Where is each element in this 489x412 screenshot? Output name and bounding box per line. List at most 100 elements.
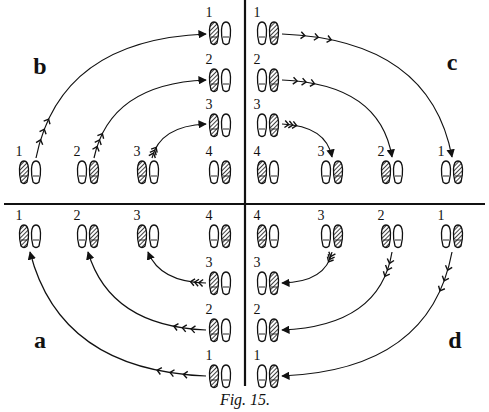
heel-mark xyxy=(259,37,265,38)
footprint-pair xyxy=(209,22,230,45)
foot xyxy=(269,114,278,137)
fletching xyxy=(446,265,453,270)
step-number: 1 xyxy=(438,209,445,223)
step-number: 3 xyxy=(318,209,325,223)
heel-mark xyxy=(223,84,229,85)
footprint-pair xyxy=(257,365,278,388)
heel-mark xyxy=(223,287,229,288)
foot xyxy=(149,225,158,248)
step-number: 1 xyxy=(16,209,23,223)
foot xyxy=(381,161,390,184)
fletching xyxy=(170,370,175,377)
heel-mark xyxy=(335,240,341,241)
foot xyxy=(209,272,218,295)
heel-mark xyxy=(21,176,27,177)
fletching xyxy=(284,121,288,128)
step-number: 2 xyxy=(378,209,385,223)
heel-mark xyxy=(211,176,217,177)
footprint-pair xyxy=(19,161,40,184)
step-number: 1 xyxy=(16,145,23,159)
foot xyxy=(89,225,98,248)
heel-mark xyxy=(455,176,461,177)
footprint-pair xyxy=(209,161,230,184)
fletching xyxy=(195,279,199,286)
heel-mark xyxy=(139,176,145,177)
foot xyxy=(257,22,266,45)
footprint-pair xyxy=(209,365,230,388)
fletching xyxy=(300,32,304,39)
foot xyxy=(19,161,28,184)
footprint-pair xyxy=(441,225,462,248)
step-number: 4 xyxy=(254,209,261,223)
fletching xyxy=(387,259,394,264)
step-arrow xyxy=(282,32,452,157)
foot xyxy=(269,365,278,388)
heel-mark xyxy=(223,129,229,130)
heel-mark xyxy=(259,240,265,241)
step-number: 1 xyxy=(438,145,445,159)
heel-mark xyxy=(395,240,401,241)
fletching xyxy=(386,265,393,270)
foot xyxy=(269,225,278,248)
foot xyxy=(257,161,266,184)
fletching xyxy=(293,77,297,84)
heel-mark xyxy=(259,176,265,177)
foot xyxy=(209,114,218,137)
foot xyxy=(221,365,230,388)
heel-mark xyxy=(271,287,277,288)
heel-mark xyxy=(79,176,85,177)
foot xyxy=(257,225,266,248)
fletching xyxy=(44,119,50,124)
step-arrow xyxy=(282,121,332,157)
fletching xyxy=(327,35,332,42)
fletching xyxy=(191,326,195,333)
step-arrow xyxy=(282,252,394,330)
figure-caption: Fig. 15. xyxy=(220,392,270,408)
step-number: 2 xyxy=(206,303,213,317)
foot xyxy=(209,365,218,388)
foot xyxy=(269,319,278,342)
heel-mark xyxy=(323,240,329,241)
footprint-pair xyxy=(321,161,342,184)
heel-mark xyxy=(223,176,229,177)
foot xyxy=(257,319,266,342)
foot xyxy=(269,22,278,45)
fletching xyxy=(191,279,196,286)
foot xyxy=(77,225,86,248)
footprint-pair xyxy=(257,69,278,92)
foot xyxy=(269,161,278,184)
quadrant-letter: d xyxy=(448,328,461,352)
footprint-pair xyxy=(257,225,278,248)
heel-mark xyxy=(91,176,97,177)
heel-mark xyxy=(271,240,277,241)
fletching xyxy=(150,150,156,155)
heel-mark xyxy=(223,334,229,335)
heel-mark xyxy=(259,380,265,381)
fletching xyxy=(439,286,445,291)
heel-mark xyxy=(395,176,401,177)
foot xyxy=(221,69,230,92)
heel-mark xyxy=(383,176,389,177)
heel-mark xyxy=(271,176,277,177)
fletching xyxy=(199,280,203,287)
heel-mark xyxy=(211,129,217,130)
foot xyxy=(209,161,218,184)
fletching xyxy=(329,252,336,257)
fletching xyxy=(40,129,46,134)
foot xyxy=(441,225,450,248)
quadrant-letter: b xyxy=(33,54,46,78)
step-number: 3 xyxy=(254,98,261,112)
heel-mark xyxy=(259,287,265,288)
quadrant-letter: c xyxy=(447,50,458,74)
footprint-pair xyxy=(137,161,158,184)
fletching xyxy=(36,140,43,145)
heel-mark xyxy=(21,240,27,241)
foot xyxy=(441,161,450,184)
heel-mark xyxy=(271,84,277,85)
foot xyxy=(77,161,86,184)
fletching xyxy=(383,271,389,276)
step-number: 4 xyxy=(254,145,261,159)
heel-mark xyxy=(335,176,341,177)
